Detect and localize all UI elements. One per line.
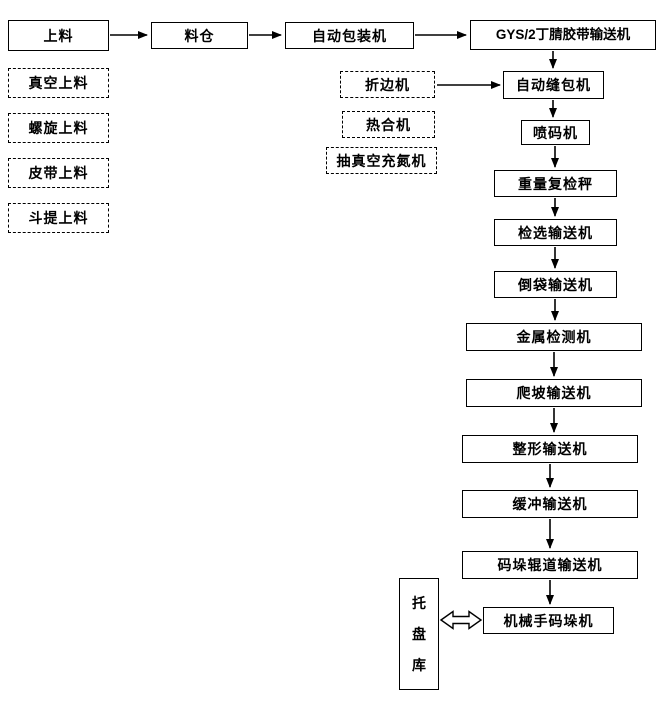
pallet-store-char: 托 xyxy=(412,594,426,611)
node-shaping-conveyor: 整形输送机 xyxy=(462,435,638,463)
node-pallet-store: 托 盘 库 xyxy=(399,578,439,690)
node-auto-bag-sewing-machine: 自动缝包机 xyxy=(503,71,604,99)
node-vacuum-nitrogen-machine: 抽真空充氮机 xyxy=(326,147,437,174)
node-bucket-feeding: 斗提上料 xyxy=(8,203,109,233)
node-buffer-conveyor: 缓冲输送机 xyxy=(462,490,638,518)
node-vacuum-feeding: 真空上料 xyxy=(8,68,109,98)
node-inkjet-printer: 喷码机 xyxy=(521,120,590,145)
pallet-store-char: 盘 xyxy=(412,625,426,642)
node-palletizing-roller-conveyor: 码垛辊道输送机 xyxy=(462,551,638,579)
node-metal-detector: 金属检测机 xyxy=(466,323,642,351)
node-gys2-belt-conveyor: GYS/2丁腈胶带输送机 xyxy=(470,20,656,50)
node-belt-feeding: 皮带上料 xyxy=(8,158,109,188)
node-auto-packing-machine: 自动包装机 xyxy=(285,22,414,49)
node-screw-feeding: 螺旋上料 xyxy=(8,113,109,143)
node-edge-folding-machine: 折边机 xyxy=(340,71,435,98)
node-climbing-conveyor: 爬坡输送机 xyxy=(466,379,642,407)
double-arrow-pallet-palletizer xyxy=(439,610,483,630)
node-robot-palletizer: 机械手码垛机 xyxy=(483,607,614,634)
node-checkweigher: 重量复检秤 xyxy=(494,170,617,197)
node-feeding: 上料 xyxy=(8,20,109,51)
node-bag-turning-conveyor: 倒袋输送机 xyxy=(494,271,617,298)
node-heat-sealing-machine: 热合机 xyxy=(342,111,435,138)
pallet-store-char: 库 xyxy=(412,657,426,674)
node-sorting-conveyor: 检选输送机 xyxy=(494,219,617,246)
node-hopper: 料仓 xyxy=(151,22,248,49)
